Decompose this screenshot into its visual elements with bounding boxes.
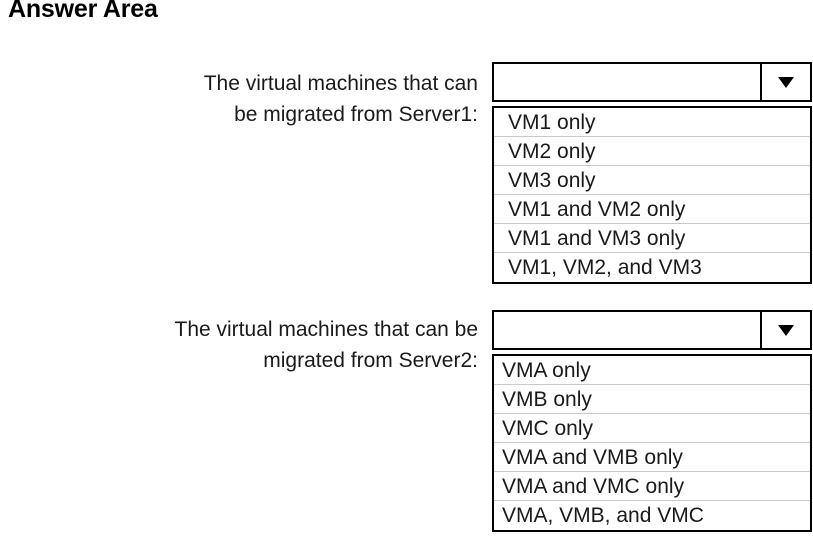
list-item[interactable]: VMA only (494, 356, 810, 385)
list-item[interactable]: VMA, VMB, and VMC (494, 501, 810, 530)
dropdown-server2: VMA only VMB only VMC only VMA and VMB o… (492, 310, 812, 532)
dropdown-server1: VM1 only VM2 only VM3 only VM1 and VM2 o… (492, 62, 812, 284)
chevron-down-glyph (778, 324, 794, 336)
dropdown-server1-value[interactable] (494, 64, 760, 100)
chevron-down-icon[interactable] (760, 64, 810, 100)
list-item[interactable]: VM1, VM2, and VM3 (494, 253, 810, 282)
dropdown-server2-options: VMA only VMB only VMC only VMA and VMB o… (492, 354, 812, 532)
question-label-server1-line1: The virtual machines that can (203, 72, 478, 95)
dropdown-server1-options: VM1 only VM2 only VM3 only VM1 and VM2 o… (492, 106, 812, 284)
list-item[interactable]: VM1 and VM3 only (494, 224, 810, 253)
question-label-server2: The virtual machines that can be migrate… (40, 314, 479, 376)
question-label-server1-line2: be migrated from Server1: (234, 103, 478, 126)
question-label-server1: The virtual machines that can be migrate… (40, 68, 478, 130)
list-item[interactable]: VM1 only (494, 108, 810, 137)
chevron-down-icon[interactable] (760, 312, 810, 348)
dropdown-server2-button[interactable] (492, 310, 812, 350)
question-label-server2-line1: The virtual machines that can be (174, 318, 479, 341)
list-item[interactable]: VM1 and VM2 only (494, 195, 810, 224)
dropdown-server2-value[interactable] (494, 312, 760, 348)
question-label-server2-line2: migrated from Server2: (263, 349, 478, 372)
list-item[interactable]: VM3 only (494, 166, 810, 195)
list-item[interactable]: VM2 only (494, 137, 810, 166)
page-title: Answer Area (8, 0, 158, 23)
chevron-down-glyph (778, 76, 794, 88)
list-item[interactable]: VMA and VMB only (494, 443, 810, 472)
list-item[interactable]: VMA and VMC only (494, 472, 810, 501)
list-item[interactable]: VMC only (494, 414, 810, 443)
list-item[interactable]: VMB only (494, 385, 810, 414)
dropdown-server1-button[interactable] (492, 62, 812, 102)
